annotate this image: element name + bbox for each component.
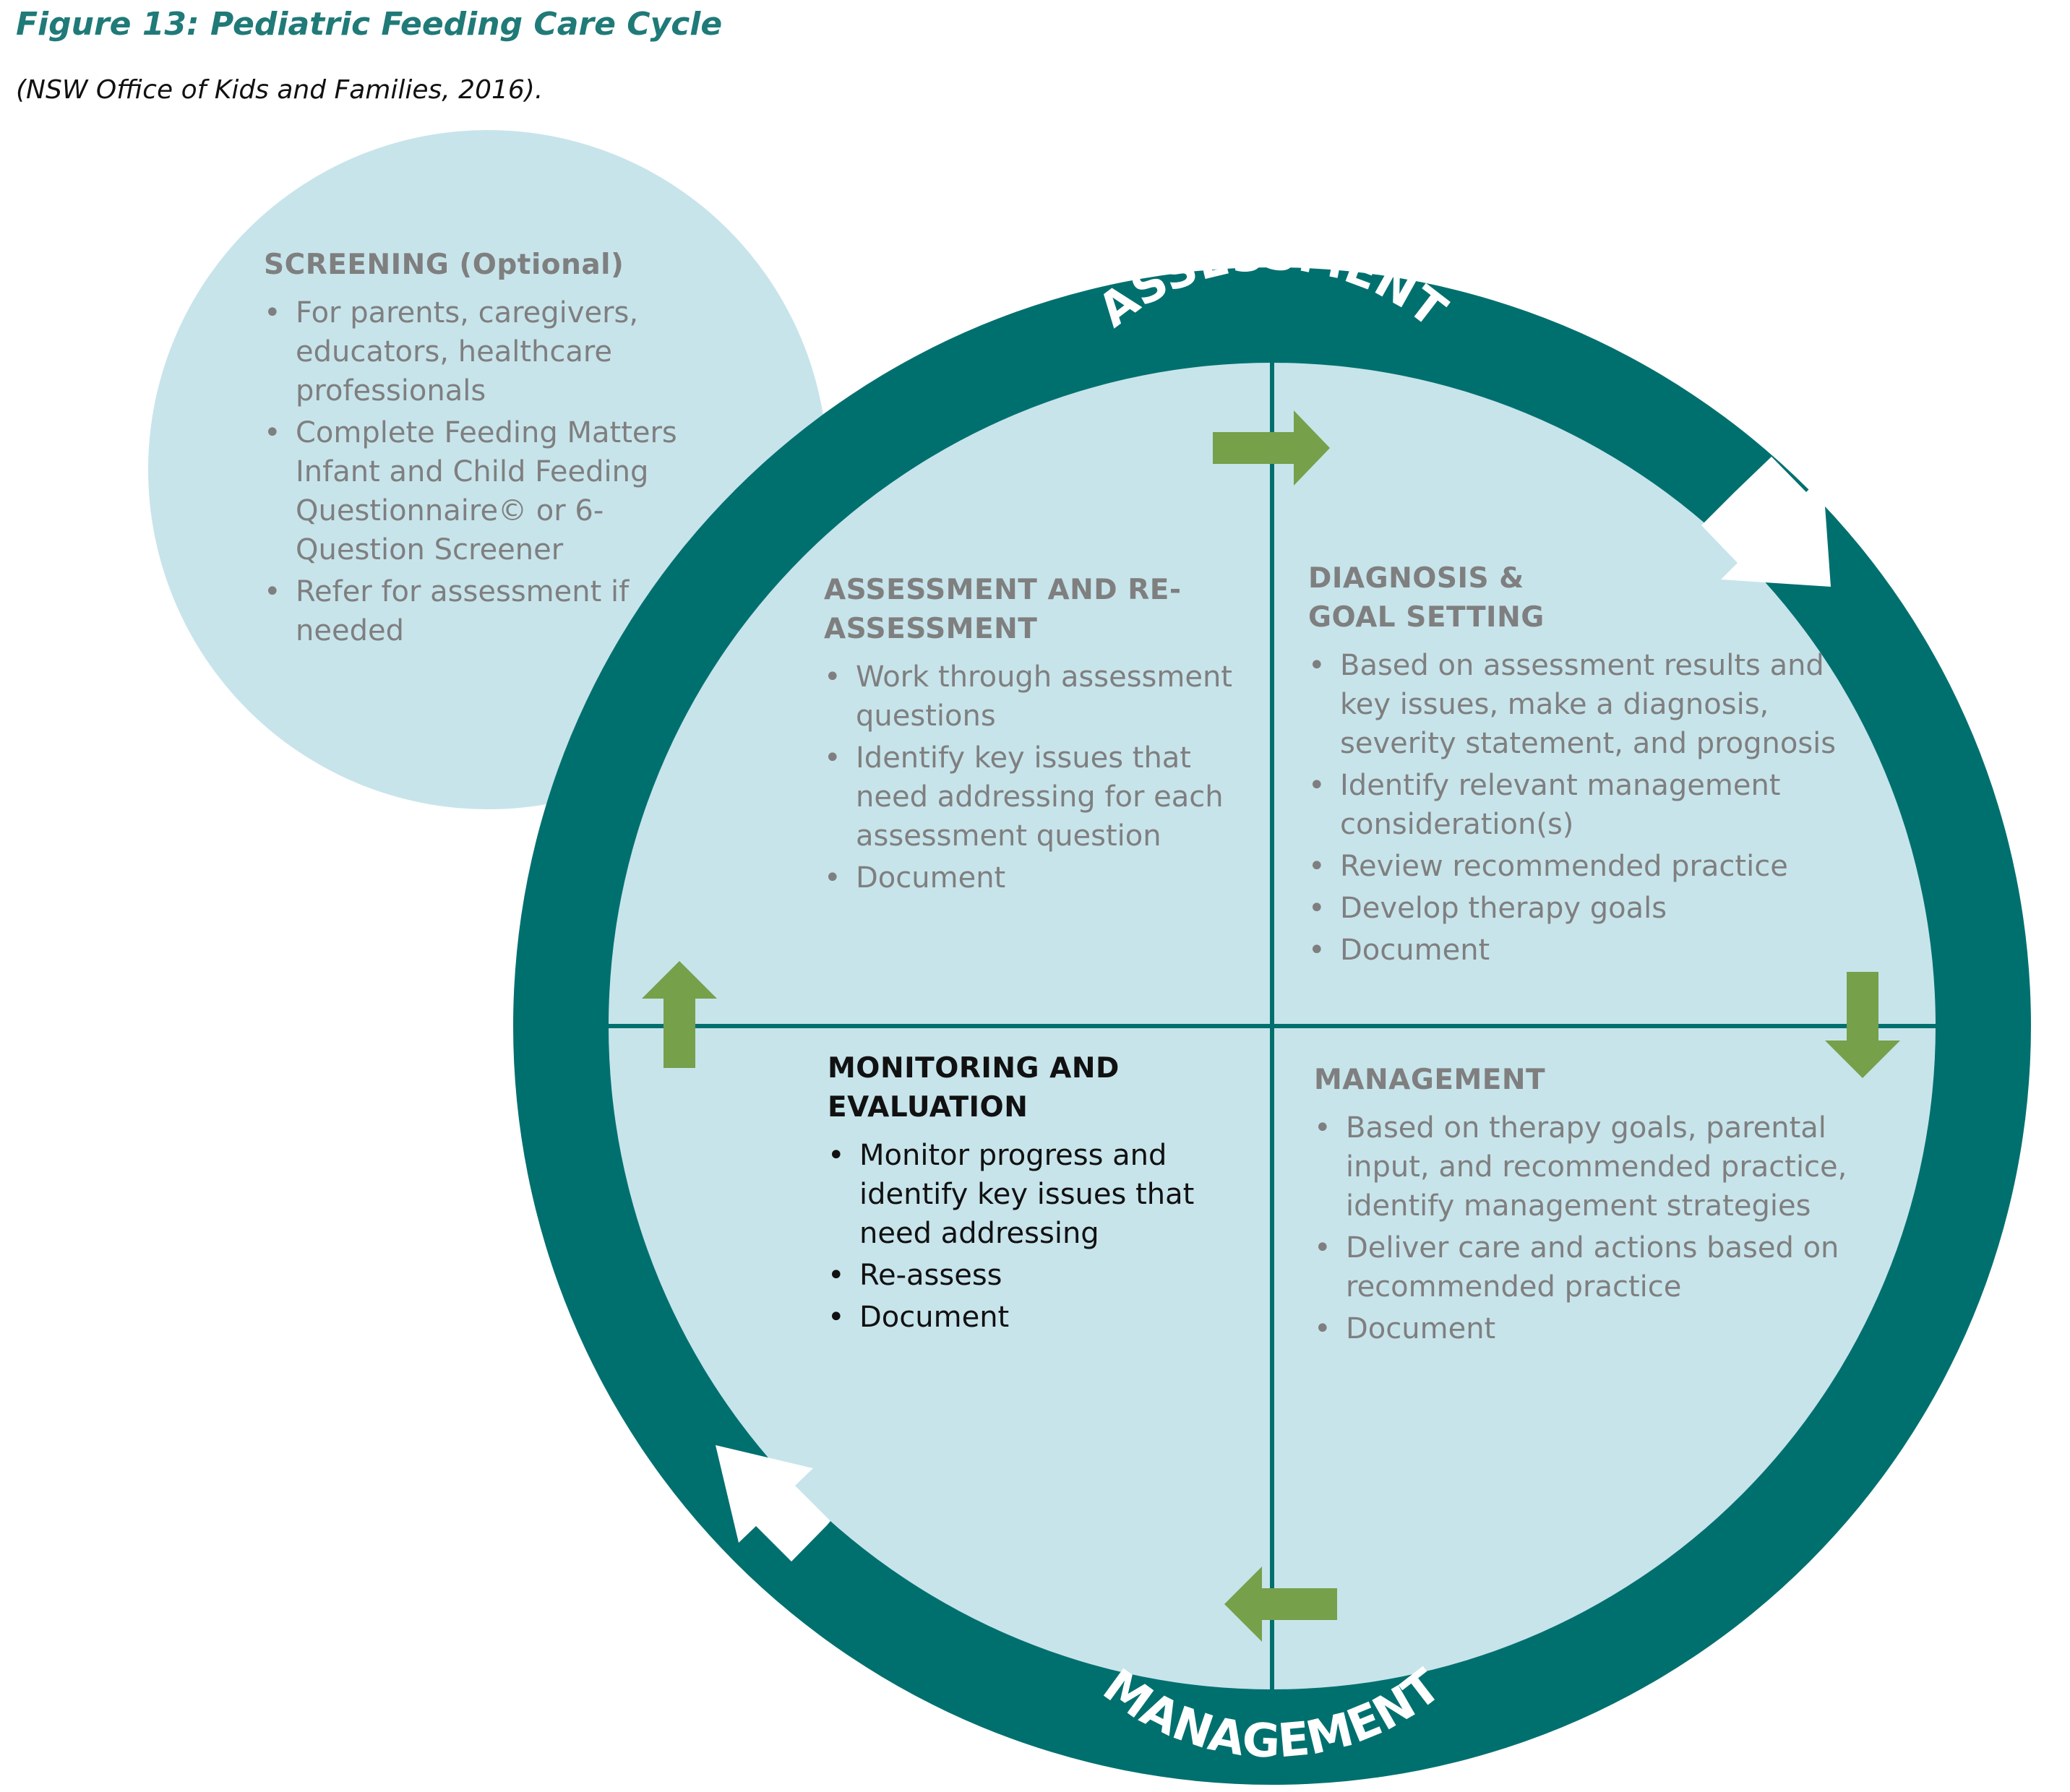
monitoring-list: Monitor progress and identify key issues… — [828, 1136, 1232, 1337]
management-list: Based on therapy goals, parental input, … — [1314, 1108, 1849, 1348]
screening-list: For parents, caregivers, educators, heal… — [264, 293, 726, 650]
management-heading: MANAGEMENT — [1314, 1064, 1546, 1096]
monitoring-item: Re-assess — [828, 1256, 1232, 1295]
management-item: Deliver care and actions based on recomm… — [1314, 1228, 1849, 1306]
assessment-item: Document — [824, 858, 1236, 897]
arrow-white-up-left-icon — [716, 1445, 830, 1561]
arrow-left-green-icon — [1224, 1567, 1337, 1642]
arrow-down-green-icon — [1825, 972, 1900, 1078]
assessment-quadrant: ASSESSMENT AND RE-ASSESSMENT Work throug… — [824, 571, 1236, 900]
diagnosis-item: Review recommended practice — [1308, 847, 1843, 886]
management-item: Based on therapy goals, parental input, … — [1314, 1108, 1849, 1225]
assessment-item: Work through assessment questions — [824, 658, 1236, 736]
arrow-up-green-icon — [642, 961, 717, 1068]
diagnosis-list: Based on assessment results and key issu… — [1308, 646, 1843, 970]
screening-block: SCREENING (Optional) For parents, caregi… — [264, 246, 726, 653]
monitoring-quadrant: MONITORING AND EVALUATION Monitor progre… — [828, 1049, 1232, 1340]
monitoring-item: Document — [828, 1298, 1232, 1337]
management-item: Document — [1314, 1309, 1849, 1348]
diagnosis-quadrant: DIAGNOSIS & GOAL SETTING Based on assess… — [1308, 559, 1843, 973]
assessment-heading: ASSESSMENT AND RE-ASSESSMENT — [824, 574, 1182, 645]
monitoring-item: Monitor progress and identify key issues… — [828, 1136, 1232, 1253]
diagnosis-item: Develop therapy goals — [1308, 889, 1843, 928]
diagnosis-item: Based on assessment results and key issu… — [1308, 646, 1843, 763]
figure-citation: (NSW Office of Kids and Families, 2016). — [16, 75, 544, 105]
figure-title: Figure 13: Pediatric Feeding Care Cycle — [16, 6, 723, 43]
diagnosis-item: Document — [1308, 931, 1843, 970]
monitoring-heading: MONITORING AND EVALUATION — [828, 1052, 1120, 1124]
screening-item: Complete Feeding Matters Infant and Chil… — [264, 413, 726, 569]
assessment-list: Work through assessment questions Identi… — [824, 658, 1236, 897]
assessment-item: Identify key issues that need addressing… — [824, 738, 1236, 856]
diagnosis-item: Identify relevant management considerati… — [1308, 766, 1843, 844]
screening-item: For parents, caregivers, educators, heal… — [264, 293, 726, 410]
arrow-right-green-icon — [1213, 410, 1330, 486]
screening-item: Refer for assessment if needed — [264, 572, 726, 650]
management-quadrant: MANAGEMENT Based on therapy goals, paren… — [1314, 1061, 1849, 1351]
screening-heading: SCREENING (Optional) — [264, 249, 624, 281]
arrow-white-down-right-icon — [1701, 457, 1831, 587]
diagnosis-heading: DIAGNOSIS & GOAL SETTING — [1308, 562, 1545, 634]
